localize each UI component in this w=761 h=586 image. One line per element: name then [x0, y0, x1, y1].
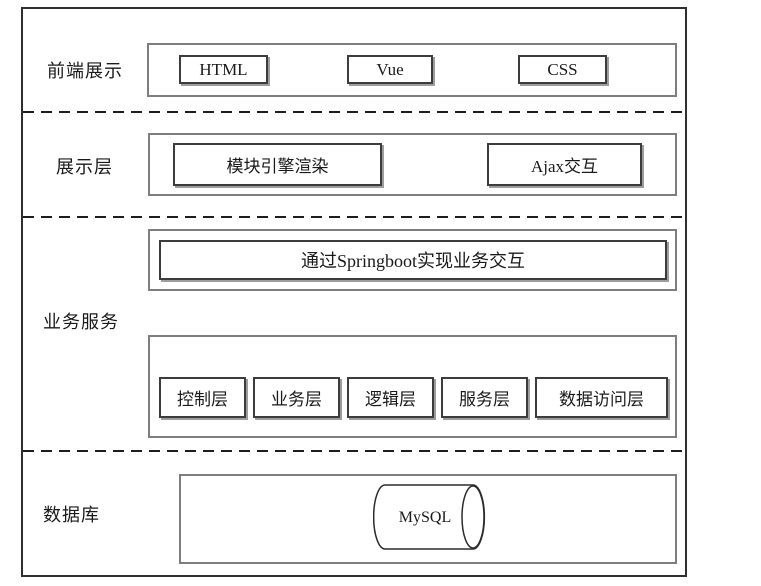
box-service-layer: 服务层	[441, 377, 528, 418]
mysql-label: MySQL	[399, 509, 451, 526]
box-ajax-interaction: Ajax交互	[487, 143, 642, 186]
box-module-engine-render: 模块引擎渲染	[173, 143, 382, 186]
box-html: HTML	[179, 55, 268, 84]
section-label-business: 业务服务	[43, 312, 119, 332]
box-css: CSS	[518, 55, 607, 84]
springboot-banner-container: 通过Springboot实现业务交互	[148, 229, 677, 291]
separator-business-database	[23, 450, 685, 452]
section-label-frontend: 前端展示	[47, 61, 123, 81]
banner-springboot: 通过Springboot实现业务交互	[159, 240, 667, 280]
box-vue: Vue	[347, 55, 433, 84]
database-container: MySQL	[179, 474, 677, 564]
section-label-database: 数据库	[43, 505, 100, 525]
box-control-layer: 控制层	[159, 377, 246, 418]
display-layer-container: 模块引擎渲染 Ajax交互	[148, 133, 677, 196]
box-data-access-layer: 数据访问层	[535, 377, 668, 418]
diagram-border: 前端展示 展示层 业务服务 数据库 HTML Vue CSS 模块引擎渲染 Aj…	[21, 7, 687, 577]
section-label-display: 展示层	[56, 157, 113, 177]
box-business-layer: 业务层	[253, 377, 340, 418]
separator-display-business	[23, 216, 685, 218]
database-cylinder-icon: MySQL	[373, 484, 486, 550]
box-logic-layer: 逻辑层	[347, 377, 434, 418]
business-layers-container: 控制层 业务层 逻辑层 服务层 数据访问层	[148, 335, 677, 438]
separator-frontend-display	[23, 111, 685, 113]
frontend-container: HTML Vue CSS	[147, 43, 677, 97]
